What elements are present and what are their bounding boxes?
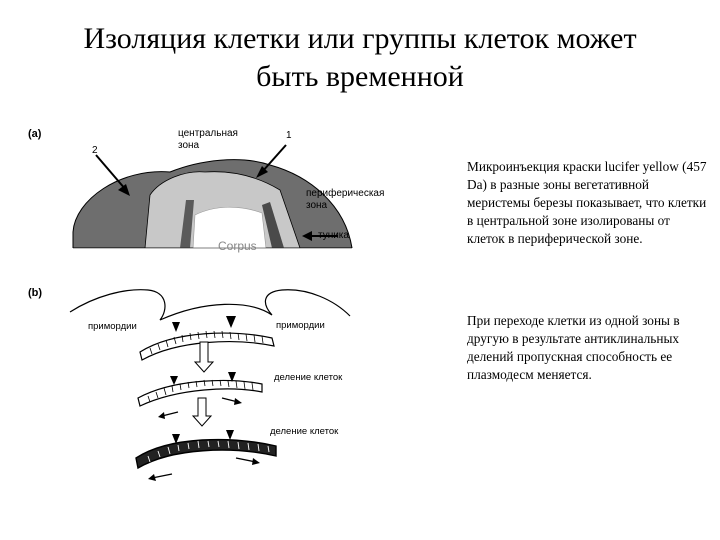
marker-b1-right [226,316,236,328]
motion-arrow-b3-right-head [252,458,260,465]
primordium-outline [70,290,350,320]
central-zone-label: центральная зона [178,128,238,152]
cell-division-label-2: деление клеток [270,426,338,437]
panel-b-label: (b) [28,287,42,299]
corpus-label: Corpus [218,240,257,252]
marker-b1-left [172,322,180,332]
motion-arrow-b3-left-head [148,474,156,481]
primordium-left-label: примордии [88,321,137,332]
down-arrow-2 [193,398,211,426]
label-number-1: 1 [286,130,292,142]
motion-arrow-b3-left [152,474,172,478]
description-paragraph-2: При переходе клетки из одной зоны в друг… [467,312,707,384]
marker-b3-right [226,430,234,440]
peripheral-zone-label-line2: зона [306,200,384,212]
down-arrow-1 [195,342,213,372]
cell-division-label-1: деление клеток [274,372,342,383]
label-number-2: 2 [92,145,98,157]
tunica-label: туника [318,230,349,242]
motion-arrow-b2-right-head [234,398,242,405]
central-zone-label-line2: зона [178,140,238,152]
marker-b2-left [170,376,178,385]
primordium-right-label: примордии [276,320,325,331]
description-paragraph-1: Микроинъекция краски lucifer yellow (457… [467,158,707,248]
panel-a-label: (a) [28,128,41,140]
central-zone-label-line1: центральная [178,128,238,140]
motion-arrow-b2-left-head [158,412,165,419]
dome-base [70,248,360,268]
peripheral-zone-label-line1: периферическая [306,188,384,200]
peripheral-zone-label: периферическая зона [306,188,384,212]
